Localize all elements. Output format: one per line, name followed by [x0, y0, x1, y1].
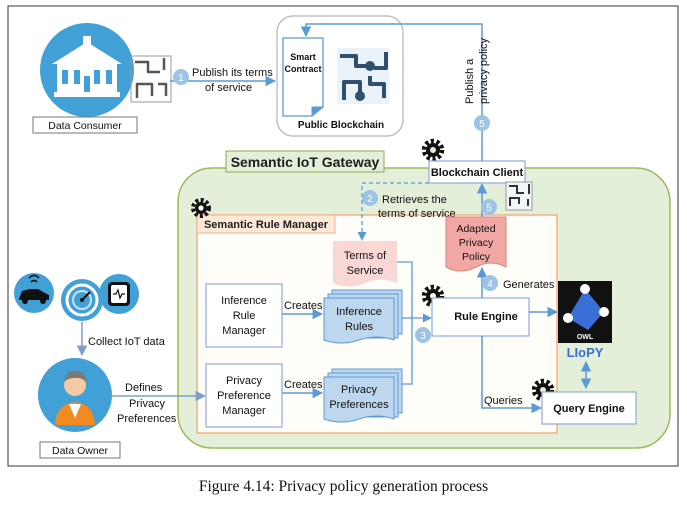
- client-chip-icon: [505, 181, 533, 211]
- owl-ontology-icon: [558, 281, 612, 343]
- step-2-badge: [362, 190, 378, 206]
- figure-caption: Figure 4.14: Privacy policy generation p…: [198, 478, 489, 495]
- publish-policy-arrow: [300, 23, 483, 161]
- gauge-icon: [61, 279, 103, 321]
- data-consumer-actor: [40, 23, 134, 117]
- blockchain-client-label: Blockchain Client: [431, 167, 524, 179]
- smart-contract-line1: Smart: [290, 52, 316, 62]
- consumer-chip-icon: [130, 55, 172, 103]
- step-1-badge: [173, 69, 189, 85]
- step-1-label-line2: of service: [205, 82, 252, 94]
- policy-line3: Policy: [462, 251, 491, 263]
- terms-line2: Service: [347, 265, 384, 277]
- gateway-title: Semantic IoT Gateway: [231, 154, 380, 170]
- retrieve-terms-arrow: [357, 182, 429, 241]
- defines-line2: Privacy: [129, 398, 166, 410]
- inference-manager-line2: Rule: [233, 310, 256, 322]
- terms-to-engine-arrow: [397, 261, 432, 323]
- queries-arrow: [481, 336, 543, 414]
- liopy-label: LIoPY: [567, 345, 604, 360]
- step-4-number: 4: [487, 279, 493, 290]
- step-2-label-line1: Retrieves the: [382, 194, 447, 206]
- step-5-label-line1: Publish a: [464, 58, 476, 104]
- smart-contract-document: [282, 37, 324, 117]
- privacy-preferences-line1: Privacy: [341, 384, 378, 396]
- step-1-number: 1: [178, 73, 184, 84]
- step-2-label-line2: terms of service: [378, 208, 456, 220]
- collect-iot-data-label: Collect IoT data: [88, 336, 166, 348]
- data-owner-actor: [38, 358, 112, 432]
- adapted-privacy-policy-document: [445, 216, 507, 272]
- inference-manager-line3: Manager: [222, 325, 266, 337]
- step-4-label: Generates: [503, 279, 555, 291]
- privacy-manager-line1: Privacy: [226, 375, 263, 387]
- creates-label-1: Creates: [284, 300, 323, 312]
- blockchain-client-gear-icon: [421, 138, 445, 162]
- step-1-label-line1: Publish its terms: [192, 67, 273, 79]
- public-blockchain-label: Public Blockchain: [298, 120, 384, 131]
- data-owner-label-box: [39, 441, 121, 459]
- terms-of-service-document: [333, 241, 397, 287]
- defines-line1: Defines: [125, 382, 163, 394]
- inference-rules-stack: [323, 289, 403, 344]
- rule-manager-title: Semantic Rule Manager: [204, 219, 329, 231]
- data-owner-label: Data Owner: [52, 445, 109, 457]
- query-engine-label: Query Engine: [553, 403, 625, 415]
- policy-line1: Adapted: [456, 223, 495, 235]
- data-consumer-label-box: [32, 116, 138, 134]
- owl-label: OWL: [577, 334, 594, 341]
- creates-label-2: Creates: [284, 379, 323, 391]
- blockchain-chip-icon: [337, 48, 389, 104]
- rule-engine-box: [431, 297, 530, 337]
- privacy-preferences-line2: Preferences: [329, 399, 389, 411]
- step-5-lower-badge: [481, 199, 497, 215]
- smartwatch-icon: [99, 274, 139, 314]
- step-4-badge: [482, 275, 498, 291]
- step-5-lower-number: 5: [486, 203, 492, 214]
- defines-line3: Preferences: [117, 413, 177, 425]
- inference-manager-line1: Inference: [221, 295, 267, 307]
- inference-rules-line1: Inference: [336, 306, 382, 318]
- car-icon: [14, 273, 54, 313]
- step-5-upper-badge: [474, 115, 490, 131]
- query-engine-box: [541, 391, 637, 425]
- terms-line1: Terms of: [344, 250, 387, 262]
- data-consumer-label: Data Consumer: [48, 120, 122, 132]
- inference-rule-manager-box: [205, 283, 283, 348]
- step-5-upper-number: 5: [479, 119, 485, 130]
- privacy-manager-line3: Manager: [222, 405, 266, 417]
- privacy-manager-line2: Preference: [217, 390, 271, 402]
- queries-label: Queries: [484, 395, 523, 407]
- step-5-label-line2: privacy policy: [478, 37, 490, 104]
- step-3-number: 3: [420, 331, 426, 342]
- inference-rules-line2: Rules: [345, 321, 374, 333]
- gateway-title-box: [225, 150, 385, 173]
- smart-contract-line2: Contract: [284, 64, 321, 74]
- step-3-badge: [415, 327, 431, 343]
- policy-line2: Privacy: [459, 237, 494, 249]
- rule-manager-title-box: [196, 214, 336, 234]
- privacy-preferences-stack: [323, 368, 403, 423]
- rule-manager-gear-icon: [191, 198, 211, 218]
- privacy-preference-manager-box: [205, 363, 283, 428]
- step-2-number: 2: [367, 194, 373, 205]
- rule-engine-label: Rule Engine: [454, 311, 518, 323]
